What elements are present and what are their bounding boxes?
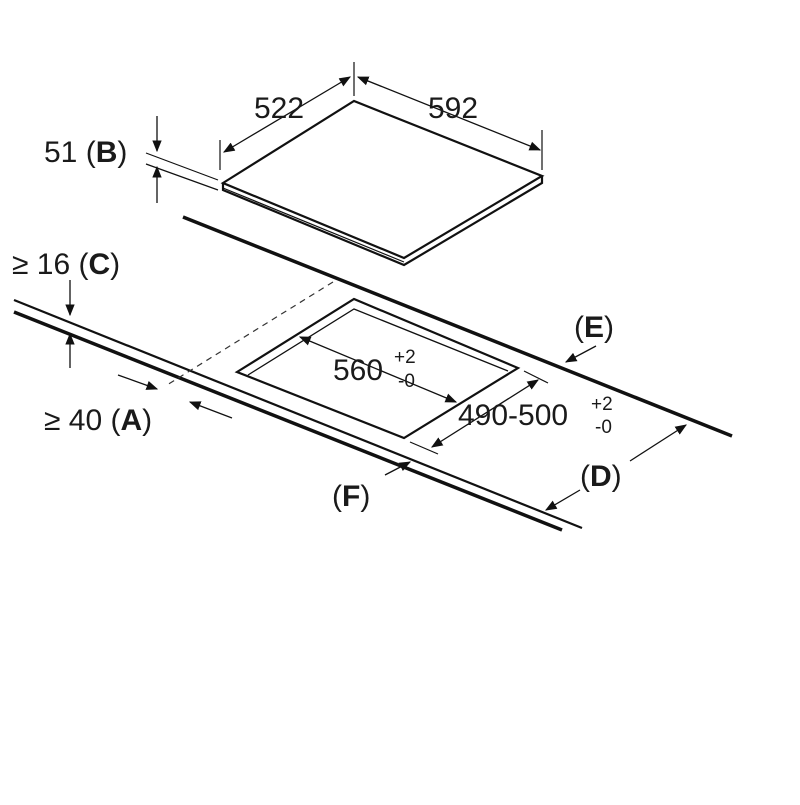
hob-front-edge [221, 176, 544, 267]
worktop-front-top-edge [13, 298, 583, 530]
front-edge-ref-label: (F) [332, 480, 370, 513]
cutout-width-tol-minus: -0 [398, 371, 415, 392]
front-min-label: ≥ 40 (A) [44, 404, 152, 437]
worktop-min-label: ≥ 16 (C) [12, 248, 120, 281]
cutout-depth-tol-minus: -0 [595, 417, 612, 438]
thickness-label: 51 (B) [44, 136, 127, 169]
dim-hob-width [356, 76, 543, 170]
hob-side-line [222, 187, 405, 263]
dim-front-min [117, 374, 233, 419]
dim-thickness [145, 116, 219, 203]
hob-illustration [220, 99, 545, 267]
dim-rear-edge [564, 345, 597, 363]
worktop-rear-edge [182, 215, 733, 438]
cutout-width-label: 560 [333, 354, 383, 387]
worktop-hidden-line [166, 281, 334, 386]
dim-hob-depth [219, 62, 355, 170]
dim-worktop-depth [544, 424, 687, 511]
worktop-front-bottom-edge [13, 310, 563, 532]
rear-ref-label: (E) [574, 311, 614, 344]
dim-front-edge [384, 461, 412, 476]
dim-cutout-width [298, 336, 458, 403]
worktop-depth-ref-label: (D) [580, 460, 622, 493]
cutout-width-tol-plus: +2 [394, 347, 416, 368]
hob-width-label: 592 [428, 92, 478, 125]
worktop-illustration [13, 215, 733, 532]
cutout-depth-label: 490-500 [458, 399, 568, 432]
hob-depth-label: 522 [254, 92, 304, 125]
cutout-depth-tol-plus: +2 [591, 394, 613, 415]
cutout-outline [234, 297, 521, 440]
dim-cutout-depth [409, 370, 549, 455]
